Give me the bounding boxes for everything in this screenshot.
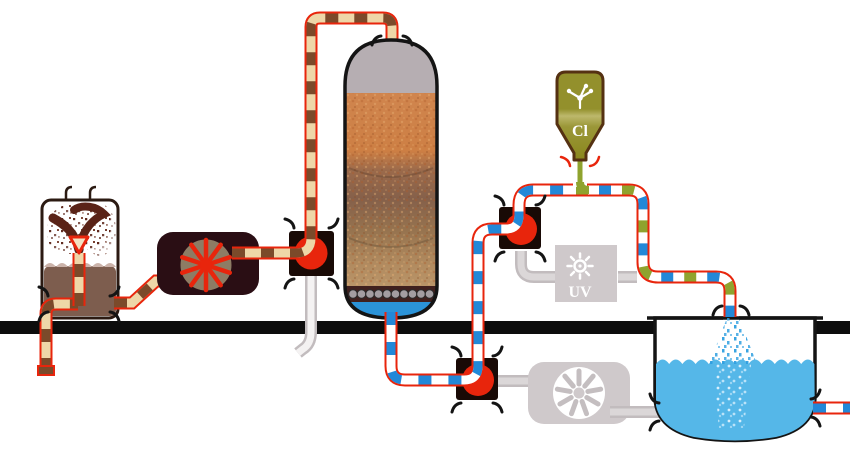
nozzle-balls [348, 289, 435, 299]
bypass-impeller-blades [554, 368, 604, 417]
tank-vent-left [64, 185, 73, 201]
inlet-splash [709, 318, 757, 364]
raw-water-surface [44, 263, 116, 267]
uv-unit[interactable]: UV [521, 245, 637, 302]
storage-tank [647, 316, 823, 443]
impeller-blades [179, 237, 233, 293]
uv-sun-icon [566, 252, 594, 280]
feed-pump[interactable] [157, 232, 259, 295]
bypass-impeller-hub [573, 387, 585, 399]
chlorine-molecule-icon [566, 83, 594, 110]
media-layer-line-2 [348, 237, 434, 248]
raw-water-source [37, 235, 90, 376]
bottle-body[interactable] [555, 70, 605, 162]
filter-column-outline [343, 38, 439, 320]
source-pipe-endcap [37, 365, 55, 376]
sand-filter-column [343, 38, 439, 320]
bypass-pump[interactable] [497, 362, 662, 424]
chlorine-label: Cl [572, 123, 589, 140]
ground-line [0, 321, 850, 334]
chlorine-stream [577, 160, 583, 188]
chlorine-bottle[interactable]: Cl [555, 70, 605, 194]
filter-media-grains [345, 93, 437, 286]
spray-nozzle [68, 235, 90, 255]
underwater-bubbles [713, 364, 751, 428]
tank-vent-right [88, 185, 97, 201]
drain-pipe [298, 274, 311, 353]
chlorine-injection [576, 181, 590, 194]
impeller-hub [200, 259, 212, 271]
spray-plume-curl [70, 202, 111, 252]
media-layer-line-1 [348, 167, 434, 178]
uv-label: UV [568, 284, 592, 301]
